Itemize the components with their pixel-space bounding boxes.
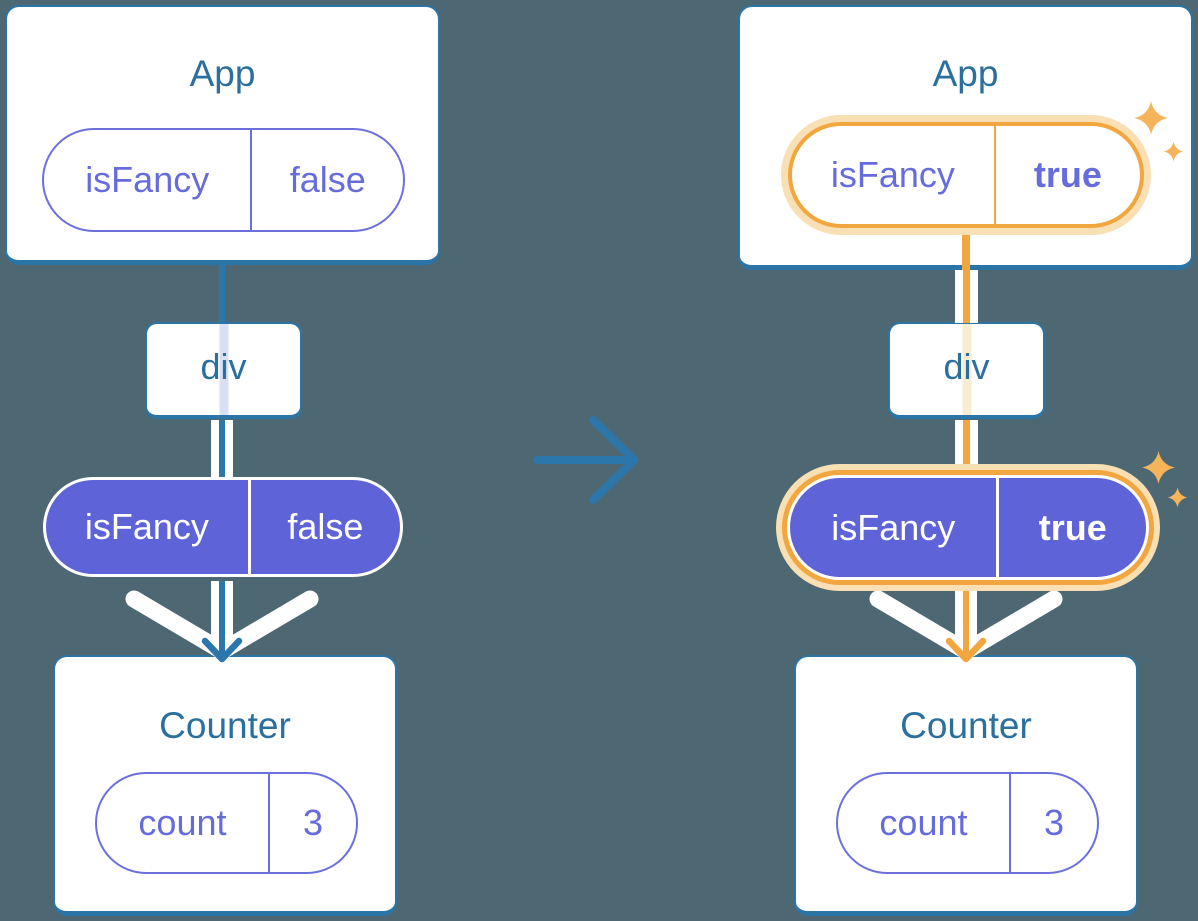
left-counter-card: Counter count 3 [53,655,397,916]
right-app-prop-pill: isFancy true [788,122,1144,228]
prop-value: true [1033,154,1102,195]
right-arrowhead-icon [945,637,987,663]
right-div-label: div [943,345,990,387]
left-passed-prop-pill: isFancy false [43,477,403,577]
left-app-prop-pill: isFancy false [42,128,405,232]
prop-key: isFancy [792,126,996,224]
left-counter-title: Counter [159,705,291,746]
transition-arrow-icon [533,416,638,504]
right-counter-state-pill: count 3 [836,772,1099,874]
prop-value: false [287,506,364,547]
sparkle-icon [1142,451,1175,484]
right-div-flow-stripe [962,324,971,415]
state-value: 3 [302,802,323,843]
right-app-pill-edge [962,234,970,272]
left-app-title: App [189,53,256,94]
prop-key: isFancy [790,478,1000,577]
prop-value: true [1038,506,1107,548]
right-counter-card: Counter count 3 [794,655,1138,916]
right-flow-arrow [869,581,1063,663]
left-div-node: div [145,322,302,419]
left-app-card: App isFancy false [5,5,440,265]
right-div-node: div [888,322,1045,419]
right-div-pill-edge [955,420,978,478]
state-value: 3 [1043,802,1064,843]
left-arrowhead-icon [201,637,243,663]
prop-key: isFancy [44,130,253,230]
state-key: count [97,774,270,872]
right-counter-title: Counter [900,705,1032,746]
sparkle-icon [1134,101,1168,135]
left-counter-state-pill: count 3 [95,772,358,874]
left-flow-arrow [125,581,319,663]
prop-value: false [289,159,366,200]
sparkle-icon [1167,487,1188,508]
prop-key: isFancy [46,480,251,574]
sparkle-icon [1163,141,1184,162]
left-div-flow-stripe [219,324,228,415]
left-div-label: div [200,345,247,387]
right-app-title: App [932,53,999,94]
left-div-pill-edge [211,420,233,478]
state-key: count [838,774,1011,872]
left-app-div-edge [219,263,225,324]
right-passed-prop-pill: isFancy true [787,475,1149,580]
right-app-div-edge [955,270,978,323]
